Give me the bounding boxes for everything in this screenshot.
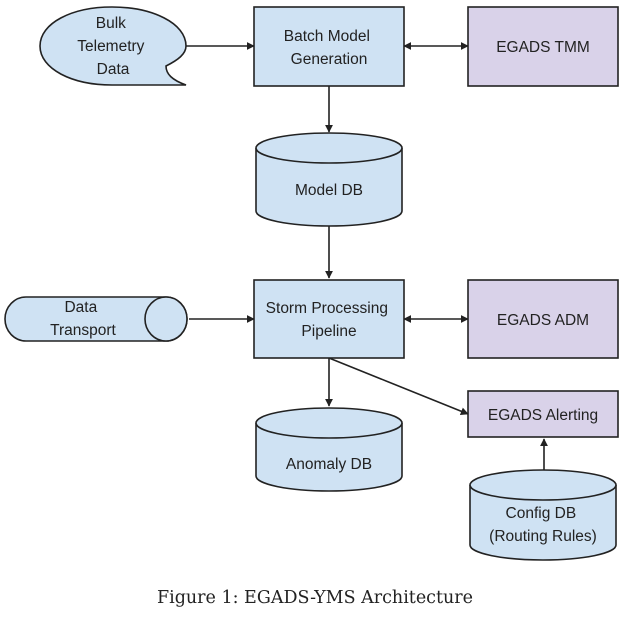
config-db-line-1: Config DB <box>506 505 577 522</box>
bulk-telemetry-line-1: Bulk <box>96 15 126 32</box>
storm-processing-pipeline-node: Storm Processing Pipeline <box>253 279 405 359</box>
config-db-line-2: (Routing Rules) <box>489 528 597 545</box>
config-db-node: Config DB (Routing Rules) <box>469 469 617 561</box>
bulk-telemetry-line-2: Telemetry <box>77 38 144 55</box>
batch-model-line-1: Batch Model <box>284 28 370 45</box>
egads-alerting-label: EGADS Alerting <box>488 407 598 424</box>
edge-storm-to-alerting <box>328 357 469 416</box>
data-transport-line-2: Transport <box>50 322 116 339</box>
config-db-label: Config DB (Routing Rules) <box>489 505 597 545</box>
data-transport-line-1: Data <box>64 299 97 316</box>
bulk-telemetry-data-node: Bulk Telemetry Data <box>39 6 187 86</box>
architecture-diagram: Bulk Telemetry Data Batch Model Generati… <box>4 6 619 561</box>
egads-adm-node: EGADS ADM <box>467 279 619 359</box>
storm-pipeline-line-1: Storm Processing <box>266 300 388 317</box>
anomaly-db-node: Anomaly DB <box>255 407 403 492</box>
anomaly-db-label: Anomaly DB <box>286 456 372 473</box>
data-transport-label: Data Transport <box>50 299 116 339</box>
storm-pipeline-label: Storm Processing Pipeline <box>266 300 393 340</box>
bulk-telemetry-label: Bulk Telemetry Data <box>77 15 149 78</box>
storm-pipeline-line-2: Pipeline <box>301 323 356 340</box>
batch-model-label: Batch Model Generation <box>284 28 374 68</box>
egads-alerting-node: EGADS Alerting <box>467 390 619 438</box>
egads-tmm-node: EGADS TMM <box>467 6 619 87</box>
data-transport-node: Data Transport <box>4 296 188 342</box>
figure-caption: Figure 1: EGADS-YMS Architecture <box>156 588 474 608</box>
egads-adm-label: EGADS ADM <box>497 312 589 329</box>
batch-model-line-2: Generation <box>291 51 368 68</box>
model-db-node: Model DB <box>255 132 403 227</box>
bulk-telemetry-line-3: Data <box>97 61 130 78</box>
model-db-label: Model DB <box>295 182 363 199</box>
egads-tmm-label: EGADS TMM <box>496 39 590 56</box>
batch-model-generation-node: Batch Model Generation <box>253 6 405 87</box>
